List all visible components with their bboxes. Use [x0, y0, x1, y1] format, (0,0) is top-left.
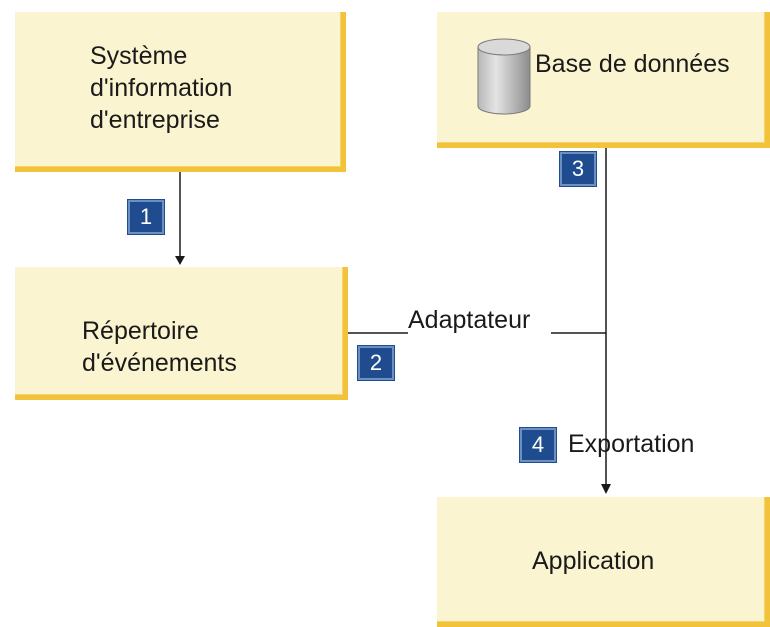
arrowhead-down-2	[601, 484, 611, 494]
step-badge-3: 3	[559, 151, 597, 187]
database-cylinder-icon	[477, 38, 531, 115]
arrowhead-down-1	[175, 256, 185, 265]
step-badge-1: 1	[127, 199, 165, 235]
export-label: Exportation	[568, 430, 695, 458]
box-event-store-label: Répertoire d'événements	[82, 317, 237, 377]
step-badge-4: 4	[519, 427, 557, 463]
box-eis	[15, 12, 346, 172]
box-application-label: Application	[532, 547, 655, 575]
step-badge-2: 2	[357, 345, 395, 381]
box-database-label: Base de données	[535, 50, 730, 78]
box-eis-label: Système d'information d'entreprise	[90, 42, 233, 134]
adapter-label: Adaptateur	[408, 306, 531, 334]
box-application	[437, 497, 770, 627]
box-event-store	[15, 267, 348, 400]
